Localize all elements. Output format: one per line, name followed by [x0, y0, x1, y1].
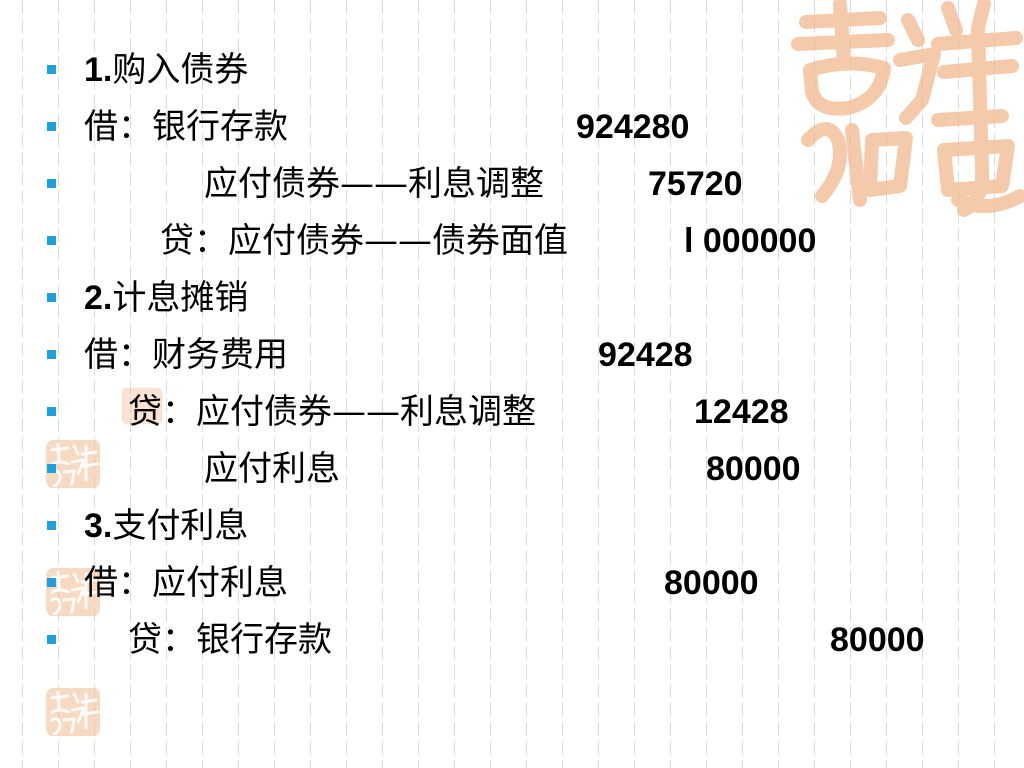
entry-account: 借：银行存款 [84, 107, 288, 147]
list-item: 应付债券——利息调整 75720 [0, 162, 1024, 206]
list-item: 3.支付利息 [0, 504, 1024, 548]
square-bullet-icon [47, 236, 56, 245]
entry-account: 贷：银行存款 [128, 620, 332, 660]
list-item: 借：应付利息 80000 [0, 561, 1024, 605]
entry-account: 借：应付利息 [84, 563, 288, 603]
list-item: 借：银行存款 924280 [0, 105, 1024, 149]
square-bullet-icon [47, 350, 56, 359]
section-heading: 3.支付利息 [84, 506, 248, 546]
entry-amount: 75720 [648, 165, 743, 203]
calligraphy-seal-large-icon [791, 0, 1024, 217]
section-number: 2. [84, 279, 113, 317]
section-heading: 2.计息摊销 [84, 278, 248, 318]
section-heading: 1.购入债券 [84, 50, 248, 90]
list-item: 2.计息摊销 [0, 276, 1024, 320]
square-bullet-icon [47, 521, 56, 530]
calligraphy-seal-small-icon [121, 387, 163, 425]
section-title: 购入债券 [112, 50, 249, 90]
list-item: 借：财务费用 92428 [0, 333, 1024, 377]
entry-account: 应付利息 [204, 449, 340, 489]
entry-amount: 80000 [664, 564, 759, 602]
entry-account: 贷：应付债券——利息调整 [128, 392, 536, 432]
square-bullet-icon [47, 122, 56, 131]
square-bullet-icon [47, 464, 56, 473]
entry-amount: 92428 [598, 336, 693, 374]
entry-account: 借：财务费用 [84, 335, 288, 375]
list-item: 1.购入债券 [0, 48, 1024, 92]
square-bullet-icon [47, 578, 56, 587]
square-bullet-icon [47, 65, 56, 74]
entry-amount: 924280 [576, 108, 690, 146]
section-title: 计息摊销 [112, 278, 249, 318]
list-item: 贷：应付债券——利息调整 12428 [0, 390, 1024, 434]
calligraphy-seal-small-icon [46, 440, 100, 488]
section-number: 3. [84, 507, 113, 545]
entry-amount: 80000 [830, 621, 925, 659]
square-bullet-icon [47, 407, 56, 416]
square-bullet-icon [47, 293, 56, 302]
entry-account: 贷：应付债券——债券面值 [160, 221, 568, 261]
entry-account: 应付债券——利息调整 [204, 164, 544, 204]
calligraphy-seal-small-icon [46, 688, 100, 736]
list-item: 贷：应付债券——债券面值 l 000000 [0, 219, 1024, 263]
square-bullet-icon [47, 179, 56, 188]
square-bullet-icon [47, 635, 56, 644]
list-item: 应付利息 80000 [0, 447, 1024, 491]
entry-amount: l 000000 [684, 222, 817, 260]
calligraphy-seal-small-icon [46, 568, 100, 616]
entry-amount: 12428 [694, 393, 789, 431]
entry-amount: 80000 [706, 450, 801, 488]
list-item: 贷：银行存款 80000 [0, 618, 1024, 662]
section-title: 支付利息 [112, 506, 249, 546]
section-number: 1. [84, 51, 113, 89]
